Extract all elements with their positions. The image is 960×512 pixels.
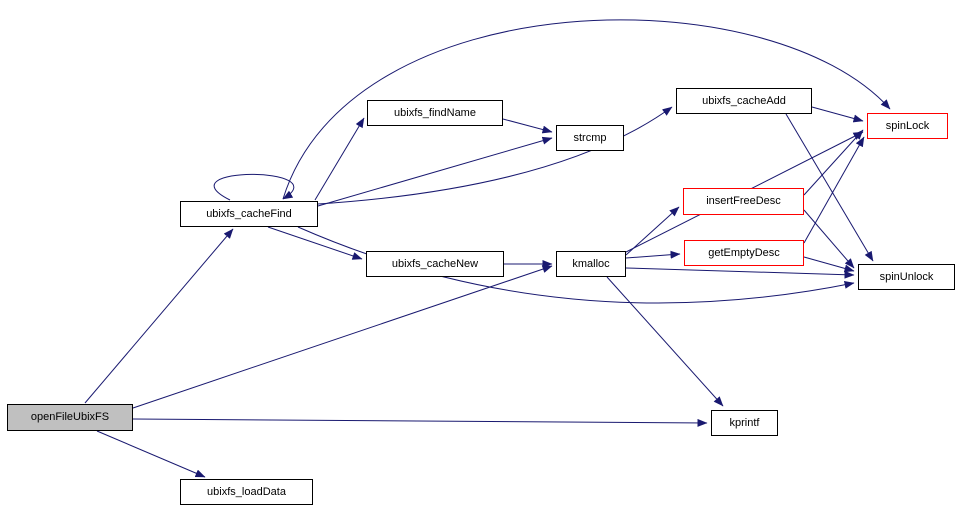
edge-ubixfs_cacheFind-to-ubixfs_findName [314, 117, 365, 201]
node-openFileUbixFS[interactable]: openFileUbixFS [7, 404, 133, 431]
edge-kmalloc-to-insertFreeDesc [625, 206, 680, 256]
edge-kmalloc-to-kprintf [606, 276, 724, 407]
node-ubixfs_cacheNew[interactable]: ubixfs_cacheNew [366, 251, 504, 277]
edge-ubixfs_cacheFind-to-ubixfs_cacheFind [213, 173, 294, 201]
edge-openFileUbixFS-to-kprintf [132, 418, 708, 427]
edge-getEmptyDesc-to-spinLock [803, 136, 865, 244]
edge-getEmptyDesc-to-spinUnlock [803, 256, 855, 273]
edge-kmalloc-to-spinUnlock [625, 267, 855, 279]
node-spinLock[interactable]: spinLock [867, 113, 948, 139]
edge-ubixfs_cacheAdd-to-spinLock [811, 106, 864, 123]
edge-openFileUbixFS-to-kmalloc [132, 265, 553, 409]
node-kmalloc[interactable]: kmalloc [556, 251, 626, 277]
node-getEmptyDesc[interactable]: getEmptyDesc [684, 240, 804, 266]
node-ubixfs_findName[interactable]: ubixfs_findName [367, 100, 503, 126]
edge-insertFreeDesc-to-spinLock [803, 129, 864, 196]
node-insertFreeDesc[interactable]: insertFreeDesc [683, 188, 804, 215]
edge-openFileUbixFS-to-ubixfs_loadData [96, 430, 206, 478]
node-ubixfs_cacheAdd[interactable]: ubixfs_cacheAdd [676, 88, 812, 114]
edge-ubixfs_cacheFind-to-ubixfs_cacheNew [267, 226, 363, 260]
edge-ubixfs_findName-to-strcmp [502, 118, 553, 134]
edge-openFileUbixFS-to-ubixfs_cacheFind [84, 228, 234, 404]
node-ubixfs_cacheFind[interactable]: ubixfs_cacheFind [180, 201, 318, 227]
node-kprintf[interactable]: kprintf [711, 410, 778, 436]
node-spinUnlock[interactable]: spinUnlock [858, 264, 955, 290]
node-ubixfs_loadData[interactable]: ubixfs_loadData [180, 479, 313, 505]
edge-insertFreeDesc-to-spinUnlock [803, 209, 855, 269]
edge-ubixfs_cacheFind-to-strcmp [317, 136, 553, 207]
edge-kmalloc-to-getEmptyDesc [625, 250, 681, 259]
node-strcmp[interactable]: strcmp [556, 125, 624, 151]
